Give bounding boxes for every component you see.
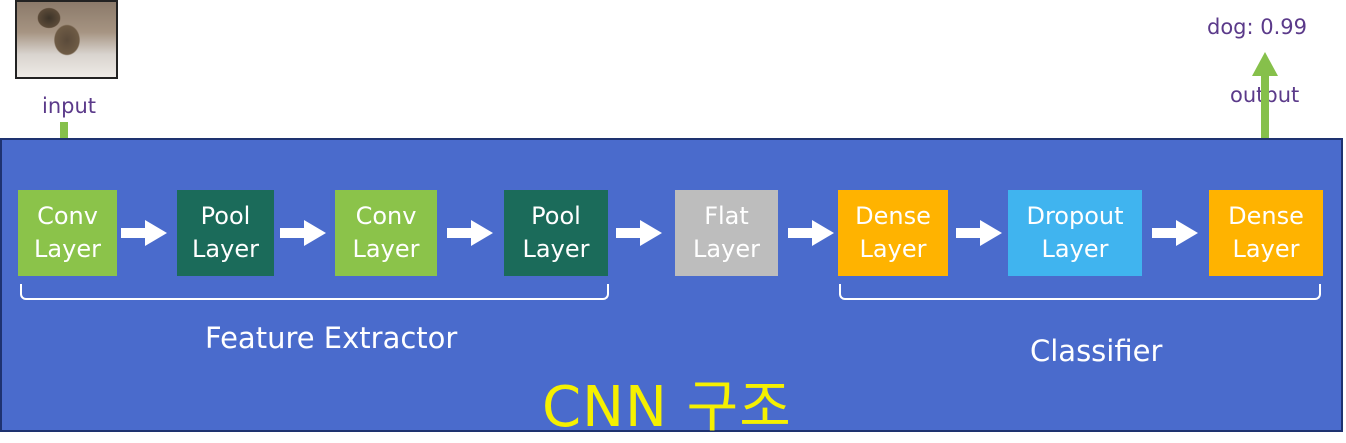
pool-layer-2: Pool Layer: [504, 190, 608, 276]
output-arrow-head: [1252, 52, 1278, 76]
arrow-right-icon: [447, 220, 495, 246]
feature-extractor-brace: [20, 284, 609, 300]
classifier-label: Classifier: [1030, 334, 1163, 368]
dense-layer-1: Dense Layer: [838, 190, 948, 276]
input-dog-image: [15, 0, 118, 79]
arrow-right-icon: [121, 220, 169, 246]
arrow-right-icon: [616, 220, 664, 246]
pool-layer-1: Pool Layer: [177, 190, 274, 276]
diagram-title: CNN 구조: [542, 375, 792, 440]
flat-layer: Flat Layer: [675, 190, 778, 276]
arrow-right-icon: [1152, 220, 1200, 246]
arrow-right-icon: [788, 220, 836, 246]
feature-extractor-label: Feature Extractor: [205, 321, 458, 355]
dropout-layer: Dropout Layer: [1008, 190, 1142, 276]
cnn-structure-panel: Conv Layer Pool Layer Conv Layer Pool La…: [0, 138, 1343, 440]
output-arrow-shaft: [1261, 74, 1269, 174]
conv-layer-1: Conv Layer: [18, 190, 117, 276]
prediction-label: dog: 0.99: [1207, 15, 1308, 39]
arrow-right-icon: [280, 220, 328, 246]
classifier-brace: [839, 284, 1321, 300]
arrow-right-icon: [956, 220, 1004, 246]
dense-layer-2: Dense Layer: [1209, 190, 1323, 276]
conv-layer-2: Conv Layer: [335, 190, 437, 276]
input-label: input: [42, 94, 97, 118]
